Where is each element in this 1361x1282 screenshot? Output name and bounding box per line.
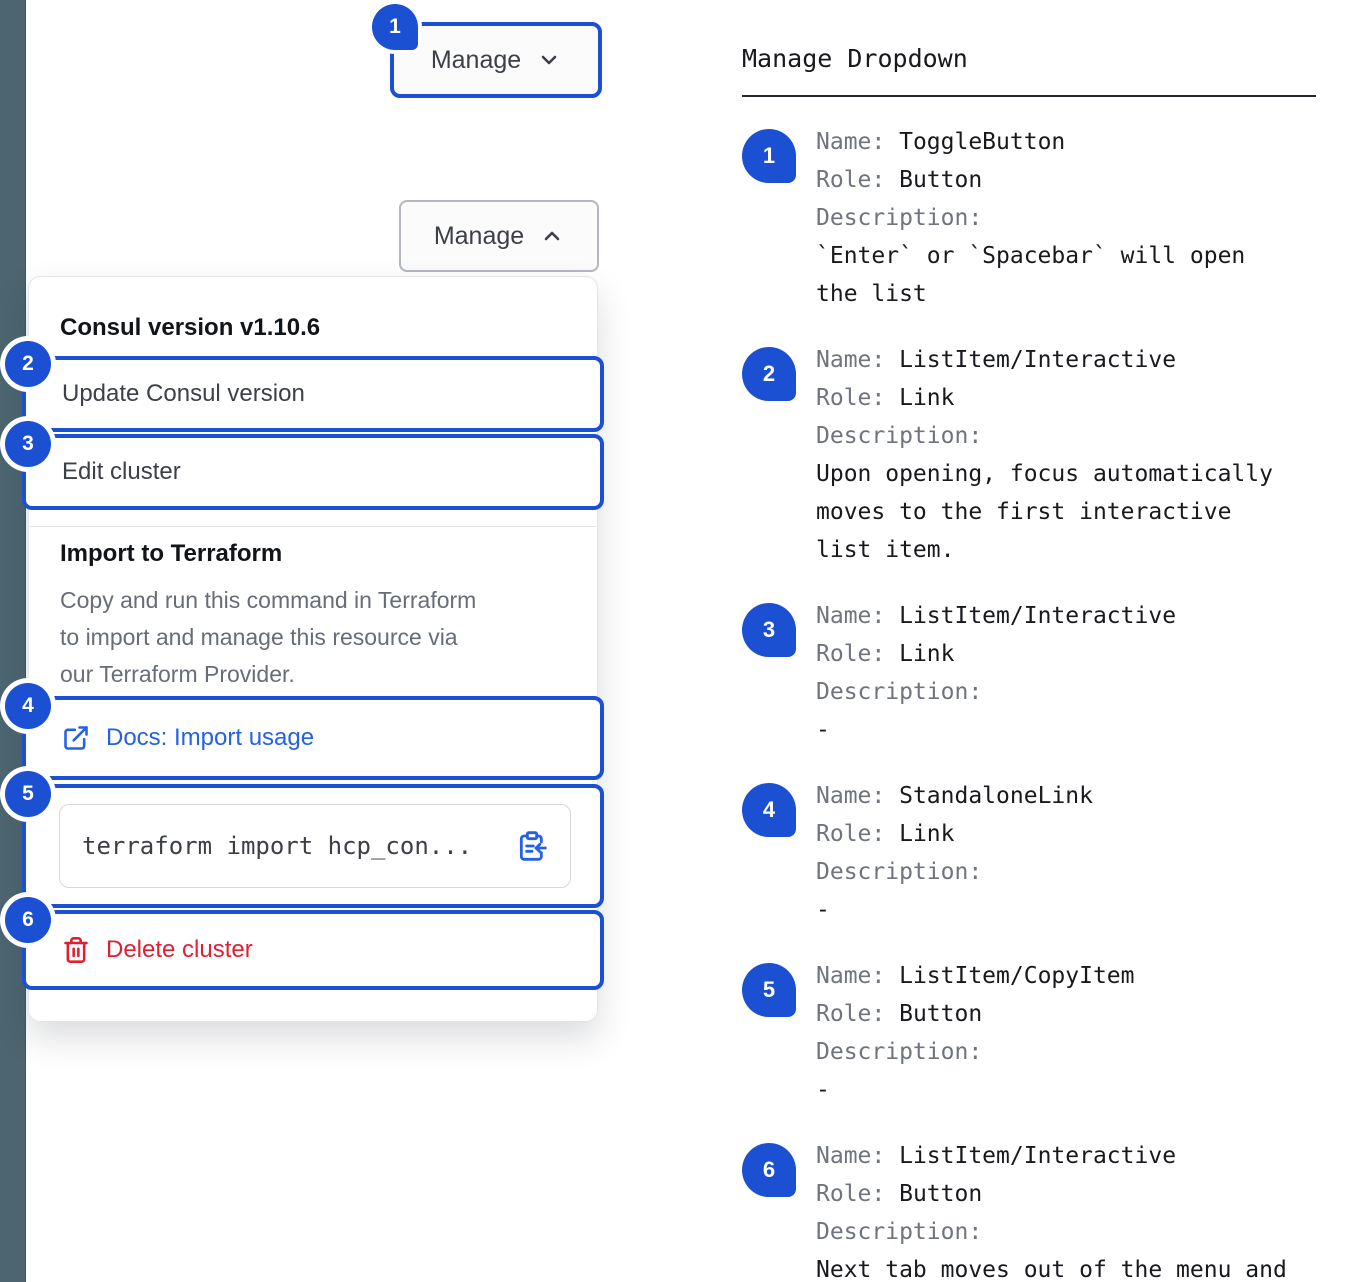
left-edge-strip <box>0 0 26 1282</box>
spec-badge-5: 5 <box>742 963 796 1017</box>
role-value: Link <box>899 641 955 667</box>
description-value: - <box>816 897 830 923</box>
spec-panel-rule <box>742 95 1316 97</box>
name-value: ListItem/Interactive <box>899 1143 1177 1169</box>
description-label: Description: <box>816 1219 983 1245</box>
role-label: Role: <box>816 385 900 411</box>
role-value: Link <box>899 821 955 847</box>
name-value: ToggleButton <box>899 129 1066 155</box>
role-value: Link <box>899 385 955 411</box>
role-label: Role: <box>816 641 900 667</box>
spec-entry-2: 2 Name: ListItem/Interactive Role: Link … <box>742 341 1336 569</box>
menu-item-edit-cluster[interactable]: Edit cluster <box>22 434 604 510</box>
menu-item-update-consul-version[interactable]: Update Consul version <box>22 356 604 432</box>
annotation-badge-1: 1 <box>372 4 418 50</box>
spec-panel-title: Manage Dropdown <box>742 44 968 73</box>
clipboard-copy-icon[interactable] <box>516 830 548 862</box>
name-label: Name: <box>816 347 900 373</box>
import-to-terraform-title: Import to Terraform <box>60 540 283 567</box>
annotation-badge-2: 2 <box>5 341 51 387</box>
import-to-terraform-description: Copy and run this command in Terraform t… <box>60 587 477 687</box>
role-label: Role: <box>816 167 900 193</box>
spec-entry-4: 4 Name: StandaloneLink Role: Link Descri… <box>742 777 1336 929</box>
role-value: Button <box>899 167 983 193</box>
annotation-badge-3: 3 <box>5 421 51 467</box>
description-label: Description: <box>816 679 983 705</box>
name-label: Name: <box>816 963 900 989</box>
spec-badge-6: 6 <box>742 1143 796 1197</box>
spec-entry-5: 5 Name: ListItem/CopyItem Role: Button D… <box>742 957 1336 1109</box>
name-value: ListItem/Interactive <box>899 347 1177 373</box>
name-value: ListItem/Interactive <box>899 603 1177 629</box>
description-label: Description: <box>816 205 983 231</box>
terraform-command-text: terraform import hcp_con... <box>82 832 473 860</box>
role-label: Role: <box>816 821 900 847</box>
manage-toggle-button-open[interactable]: Manage <box>399 200 599 272</box>
manage-button-label: Manage <box>433 221 525 250</box>
description-value: `Enter` or `Spacebar` will open the list <box>816 243 1246 307</box>
description-value: - <box>816 717 830 743</box>
role-value: Button <box>899 1181 983 1207</box>
menu-item-delete-cluster[interactable]: Delete cluster <box>22 910 604 990</box>
spec-entry-list: 1 Name: ToggleButton Role: Button Descri… <box>742 123 1336 1282</box>
description-label: Description: <box>816 423 983 449</box>
menu-item-copy-command[interactable]: terraform import hcp_con... <box>22 784 604 908</box>
spec-entry-1: 1 Name: ToggleButton Role: Button Descri… <box>742 123 1336 313</box>
description-value: Upon opening, focus automatically moves … <box>816 461 1273 563</box>
spec-badge-3: 3 <box>742 603 796 657</box>
spec-panel: Manage Dropdown 1 Name: ToggleButton Rol… <box>742 44 1336 1282</box>
description-value: - <box>816 1077 830 1103</box>
menu-item-label: Edit cluster <box>62 458 181 485</box>
name-value: ListItem/CopyItem <box>899 963 1135 989</box>
chevron-down-icon <box>541 55 557 65</box>
role-label: Role: <box>816 1001 900 1027</box>
description-value: Next tab moves out of the menu and to th… <box>816 1257 1287 1282</box>
role-label: Role: <box>816 1181 900 1207</box>
trash-icon <box>64 937 88 963</box>
menu-section-divider <box>30 526 596 527</box>
spec-badge-4: 4 <box>742 783 796 837</box>
name-label: Name: <box>816 1143 900 1169</box>
chevron-up-icon <box>544 231 560 241</box>
spec-badge-1: 1 <box>742 129 796 183</box>
menu-item-docs-import-usage[interactable]: Docs: Import usage <box>22 696 604 780</box>
name-label: Name: <box>816 603 900 629</box>
description-label: Description: <box>816 1039 983 1065</box>
manage-toggle-button-closed[interactable]: Manage <box>390 22 602 98</box>
name-label: Name: <box>816 783 900 809</box>
docs-link-label: Docs: Import usage <box>106 724 315 751</box>
external-link-icon <box>64 726 88 750</box>
name-value: StandaloneLink <box>899 783 1093 809</box>
spec-entry-3: 3 Name: ListItem/Interactive Role: Link … <box>742 597 1336 749</box>
annotation-badge-4: 4 <box>5 683 51 729</box>
manage-button-label: Manage <box>430 45 522 74</box>
terraform-command-field[interactable]: terraform import hcp_con... <box>59 804 571 888</box>
annotation-badge-6: 6 <box>5 897 51 943</box>
name-label: Name: <box>816 129 900 155</box>
menu-item-label: Update Consul version <box>62 380 305 407</box>
description-label: Description: <box>816 859 983 885</box>
consul-version-label: Consul version v1.10.6 <box>60 314 321 341</box>
role-value: Button <box>899 1001 983 1027</box>
annotation-badge-5: 5 <box>5 771 51 817</box>
delete-cluster-label: Delete cluster <box>106 936 253 963</box>
spec-badge-2: 2 <box>742 347 796 401</box>
spec-entry-6: 6 Name: ListItem/Interactive Role: Butto… <box>742 1137 1336 1282</box>
